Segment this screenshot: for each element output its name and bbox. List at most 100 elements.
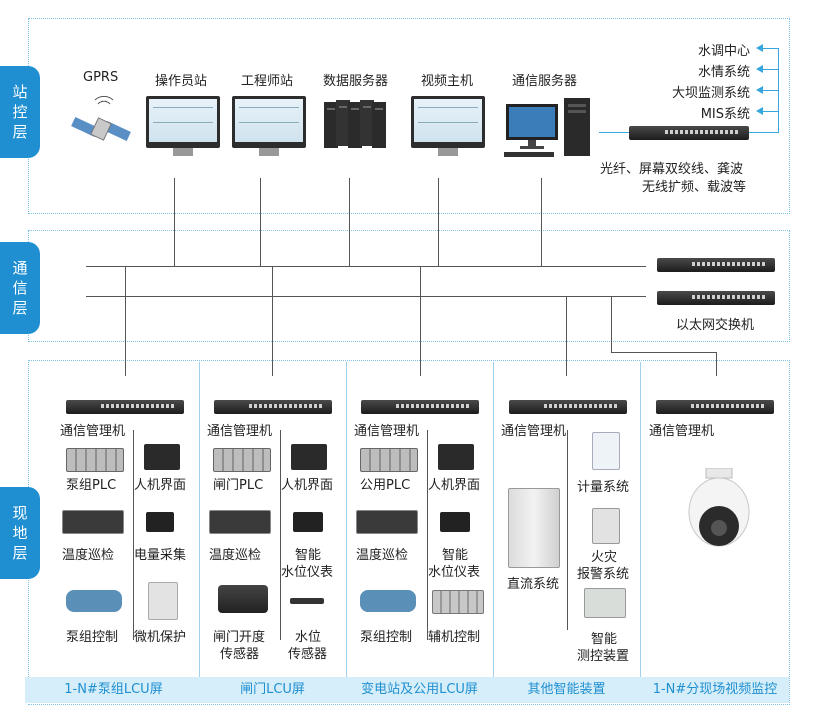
- arrow-left-icon: [756, 107, 763, 115]
- water-level-meter: [440, 512, 470, 532]
- external-bus-foot: [749, 132, 779, 133]
- public-plc-label: 公用PLC: [360, 478, 411, 493]
- smart-label: 智能: [591, 632, 618, 647]
- pc-workstation-icon: [504, 98, 590, 157]
- power-meter: [146, 512, 174, 532]
- connector-line: [174, 178, 175, 266]
- external-link: [762, 90, 778, 91]
- station-tab-char: 站: [12, 83, 28, 101]
- video-host-monitor: [411, 96, 485, 148]
- comm-manager-device: [656, 400, 774, 414]
- comm-tab-char: 层: [12, 299, 28, 317]
- alarm-system-label: 报警系统: [577, 567, 630, 582]
- hmi-screen: [144, 444, 180, 470]
- hmi-label: 人机界面: [134, 478, 187, 493]
- comm-manager-device: [361, 400, 479, 414]
- station-layer-tab: 站 控 层: [0, 66, 40, 158]
- connector-line: [260, 178, 261, 266]
- external-bus: [778, 48, 779, 133]
- footer-label: 其他智能装置: [527, 682, 606, 697]
- external-link: [762, 69, 778, 70]
- column-divider: [199, 362, 200, 703]
- engineer-station-label: 工程师站: [241, 74, 294, 89]
- satellite-icon: [71, 95, 131, 142]
- plc-device: [213, 448, 271, 472]
- comm-manager-device: [66, 400, 184, 414]
- monitor-stand: [173, 148, 193, 156]
- ethernet-bus-upper: [86, 266, 646, 267]
- station-tab-char: 层: [12, 123, 28, 141]
- connector-line: [349, 178, 350, 266]
- protection-relay: [148, 582, 178, 620]
- field-tab-char: 现: [12, 504, 28, 522]
- comm-tab-char: 信: [12, 279, 28, 297]
- footer-label: 变电站及公用LCU屏: [361, 682, 478, 697]
- external-system-label: 水调中心: [697, 44, 750, 59]
- dc-cabinet: [508, 488, 560, 568]
- connector-line: [566, 296, 567, 376]
- water-level-label: 水位: [295, 630, 322, 645]
- comm-manager-device: [214, 400, 332, 414]
- gate-opening-label: 闸门开度: [213, 630, 266, 645]
- gprs-label: GPRS: [83, 70, 119, 85]
- video-host-label: 视频主机: [421, 74, 474, 89]
- device-bus-line: [280, 430, 281, 640]
- monitor-stand: [438, 148, 458, 156]
- column-divider: [493, 362, 494, 703]
- gate-opening-sensor: [218, 585, 268, 613]
- temperature-inspector: [62, 510, 124, 534]
- temperature-inspection-label: 温度巡检: [62, 548, 115, 563]
- sensor-label: 传感器: [288, 647, 328, 662]
- fire-label: 火灾: [591, 550, 618, 565]
- station-gateway-switch: [629, 126, 749, 140]
- pump-device: [360, 590, 416, 612]
- arrow-left-icon: [756, 65, 763, 73]
- connector-line: [541, 178, 542, 266]
- pump-device: [66, 590, 122, 612]
- comm-tab-char: 通: [12, 259, 28, 277]
- pump-control-label: 泵组控制: [360, 630, 413, 645]
- ethernet-switch: [657, 291, 775, 305]
- gate-plc-label: 闸门PLC: [213, 478, 264, 493]
- micro-protection-label: 微机保护: [134, 630, 187, 645]
- connector-line: [272, 266, 273, 376]
- footer-label: 1-N#分现场视频监控: [652, 682, 778, 697]
- dome-camera-icon: [688, 468, 750, 547]
- power-collection-label: 电量采集: [134, 548, 187, 563]
- hmi-screen: [438, 444, 474, 470]
- sensor-label: 传感器: [220, 647, 260, 662]
- engineer-station-monitor: [232, 96, 306, 148]
- station-tab-char: 控: [12, 103, 28, 121]
- monitor-stand: [259, 148, 279, 156]
- external-link: [762, 111, 778, 112]
- pump-plc-label: 泵组PLC: [66, 478, 117, 493]
- comm-manager-label: 通信管理机: [501, 424, 567, 439]
- footer-bar: [25, 677, 789, 703]
- smart-label: 智能: [442, 548, 469, 563]
- aux-control-label: 辅机控制: [428, 630, 481, 645]
- external-link: [762, 48, 778, 49]
- comm-manager-label: 通信管理机: [649, 424, 715, 439]
- plc-device: [66, 448, 124, 472]
- connector-line: [420, 266, 421, 376]
- external-system-label: 水情系统: [697, 65, 750, 80]
- server-rack-icon: [324, 100, 386, 148]
- water-level-meter: [293, 512, 323, 532]
- ethernet-switch-label: 以太网交换机: [676, 318, 755, 333]
- comm-manager-label: 通信管理机: [354, 424, 420, 439]
- connector-line: [438, 178, 439, 266]
- metering-device: [592, 432, 620, 470]
- comm-manager-label: 通信管理机: [207, 424, 273, 439]
- field-tab-char: 层: [12, 544, 28, 562]
- pump-control-label: 泵组控制: [66, 630, 119, 645]
- external-system-label: 大坝监测系统: [671, 86, 750, 101]
- temperature-inspector: [356, 510, 418, 534]
- comm-layer-tab: 通 信 层: [0, 242, 40, 334]
- temperature-inspection-label: 温度巡检: [209, 548, 262, 563]
- comm-server-label: 通信服务器: [512, 74, 578, 89]
- hmi-label: 人机界面: [281, 478, 334, 493]
- device-bus-line: [427, 430, 428, 640]
- water-level-meter-label: 水位仪表: [428, 565, 481, 580]
- device-bus-line: [133, 430, 134, 640]
- footer-label: 1-N#泵组LCU屏: [64, 682, 163, 697]
